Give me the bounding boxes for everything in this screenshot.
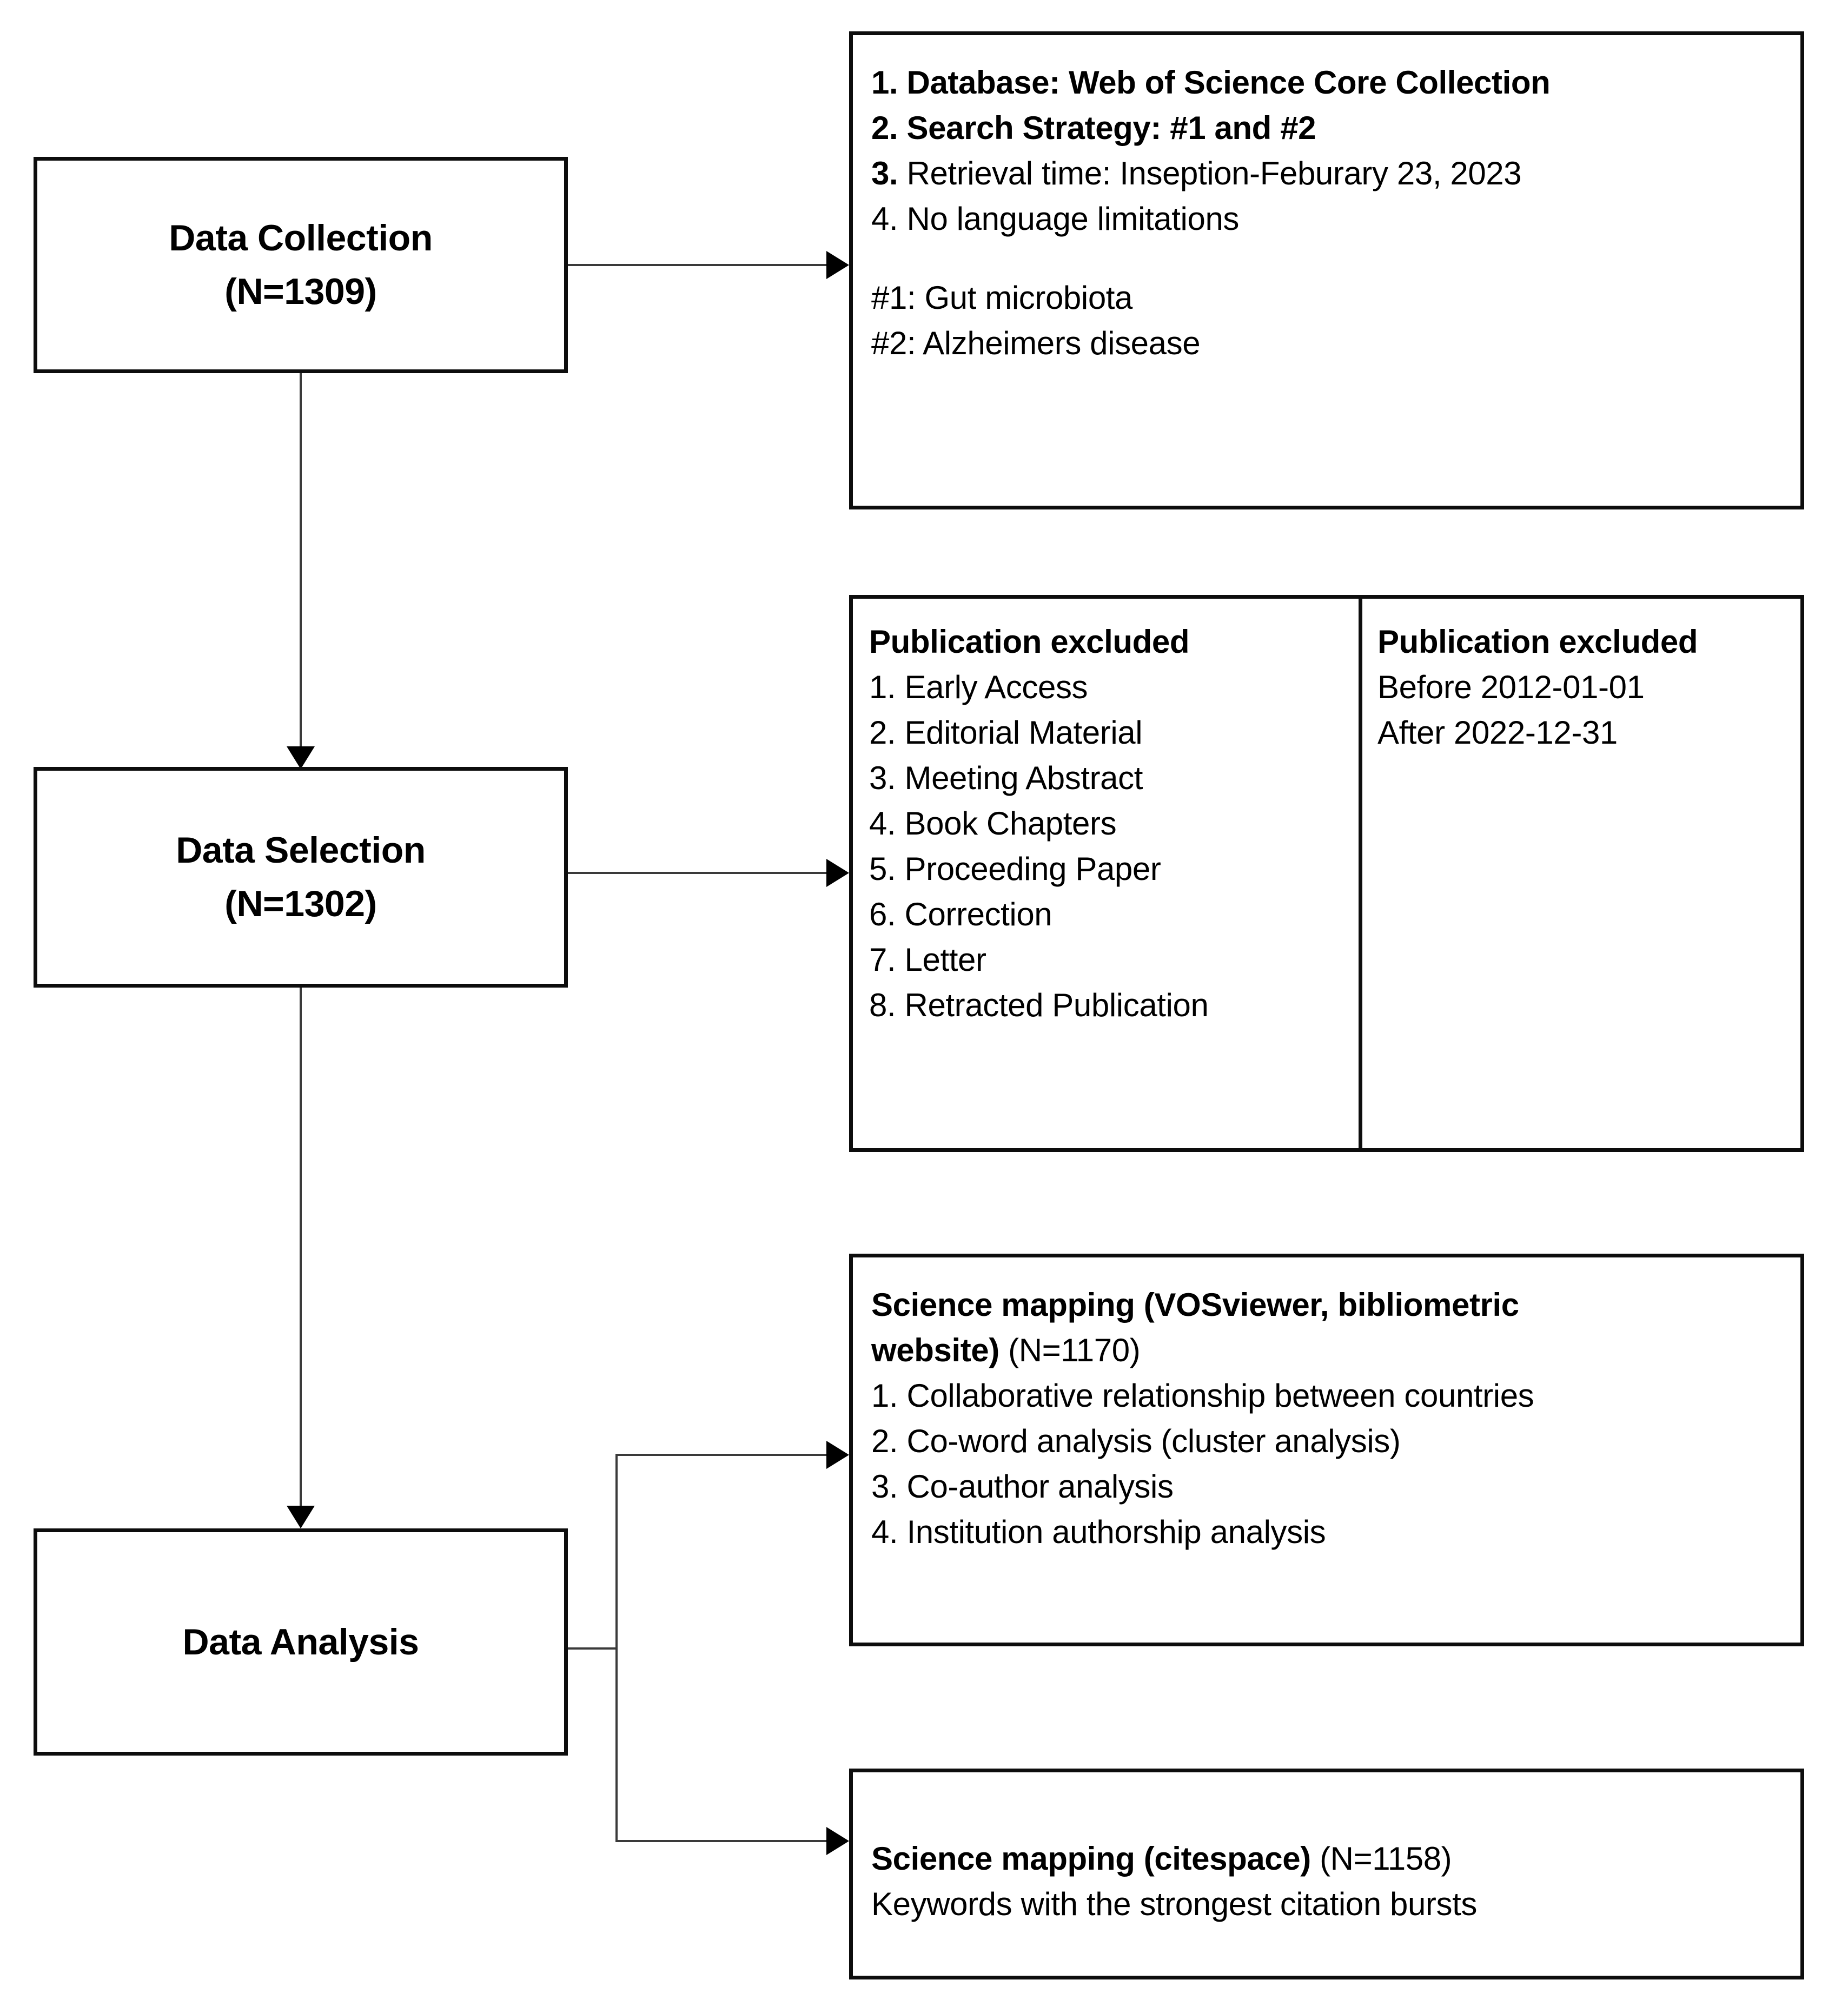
exclusion-item-before-date: Before 2012-01-01 <box>1377 669 1645 705</box>
connector-selection-to-analysis <box>300 988 302 1518</box>
vosviewer-item-collaborative-relationship: 1. Collaborative relationship between co… <box>871 1378 1534 1414</box>
stage-box-data-collection[interactable]: Data Collection (N=1309) <box>34 157 568 373</box>
vosviewer-heading-line1: Science mapping (VOSviewer, bibliometric <box>871 1287 1519 1323</box>
detail-line-database: 1. Database: Web of Science Core Collect… <box>871 64 1551 101</box>
exclusion-column-dates: Publication excluded Before 2012-01-01 A… <box>1356 619 1799 1028</box>
connector-collection-to-selection <box>300 373 302 756</box>
arrowhead-analysis-to-vosviewer <box>826 1441 849 1469</box>
exclusion-column-types: Publication excluded 1. Early Access 2. … <box>869 619 1356 1028</box>
detail-line-no-language-limits: 4. No language limitations <box>871 201 1240 237</box>
stage-label-line2: (N=1309) <box>224 271 377 312</box>
detail-line-query-1: #1: Gut microbiota <box>871 280 1133 316</box>
exclusion-item-correction: 6. Correction <box>869 896 1052 932</box>
detail-line-retrieval-time-number: 3. <box>871 155 898 191</box>
exclusion-item-proceeding-paper: 5. Proceeding Paper <box>869 851 1161 887</box>
connector-analysis-branch-vertical <box>615 1454 618 1842</box>
detail-line-blank-spacer <box>871 242 1784 275</box>
stage-box-data-analysis[interactable]: Data Analysis <box>34 1528 568 1756</box>
stage-label-line1: Data Selection <box>176 830 426 871</box>
exclusion-item-early-access: 1. Early Access <box>869 669 1088 705</box>
detail-box-science-mapping-vosviewer[interactable]: Science mapping (VOSviewer, bibliometric… <box>849 1254 1804 1646</box>
arrowhead-collection-to-details <box>826 251 849 279</box>
connector-analysis-to-citespace <box>615 1840 830 1842</box>
stage-label-line2: (N=1302) <box>224 883 377 924</box>
connector-selection-to-exclusions <box>568 872 830 874</box>
arrowhead-collection-to-selection <box>287 746 315 769</box>
vosviewer-item-institution-authorship: 4. Institution authorship analysis <box>871 1514 1326 1550</box>
stage-box-data-selection[interactable]: Data Selection (N=1302) <box>34 767 568 988</box>
detail-box-data-collection[interactable]: 1. Database: Web of Science Core Collect… <box>849 31 1804 509</box>
stage-label-line1: Data Collection <box>169 217 433 259</box>
citespace-heading-bold: Science mapping (citespace) <box>871 1840 1311 1877</box>
exclusion-column-divider <box>1359 595 1362 1152</box>
vosviewer-item-co-author-analysis: 3. Co-author analysis <box>871 1468 1174 1505</box>
vosviewer-heading-line2-bold: website) <box>871 1332 999 1368</box>
arrowhead-analysis-to-citespace <box>826 1827 849 1855</box>
detail-box-science-mapping-citespace[interactable]: Science mapping (citespace) (N=1158) Key… <box>849 1769 1804 1979</box>
exclusion-item-letter: 7. Letter <box>869 942 986 978</box>
connector-collection-to-details <box>568 264 830 266</box>
exclusion-item-book-chapters: 4. Book Chapters <box>869 805 1117 842</box>
arrowhead-selection-to-exclusions <box>826 859 849 887</box>
citespace-heading: Science mapping (citespace) (N=1158) <box>871 1836 1784 1882</box>
detail-line-query-2: #2: Alzheimers disease <box>871 325 1201 361</box>
connector-analysis-to-vosviewer <box>615 1454 830 1456</box>
stage-label-line1: Data Analysis <box>182 1621 419 1663</box>
exclusion-heading-types: Publication excluded <box>869 624 1190 660</box>
exclusion-item-after-date: After 2022-12-31 <box>1377 714 1618 751</box>
exclusion-heading-dates: Publication excluded <box>1377 624 1698 660</box>
vosviewer-item-co-word-analysis: 2. Co-word analysis (cluster analysis) <box>871 1423 1401 1459</box>
detail-box-exclusions[interactable]: Publication excluded 1. Early Access 2. … <box>849 595 1804 1152</box>
citespace-heading-count: (N=1158) <box>1310 1840 1452 1877</box>
exclusion-item-editorial-material: 2. Editorial Material <box>869 714 1143 751</box>
arrowhead-selection-to-analysis <box>287 1506 315 1528</box>
vosviewer-heading-count: (N=1170) <box>999 1332 1141 1368</box>
detail-line-retrieval-time-text: Retrieval time: Inseption-Feburary 23, 2… <box>898 155 1522 191</box>
connector-analysis-trunk <box>568 1647 618 1650</box>
exclusion-item-meeting-abstract: 3. Meeting Abstract <box>869 760 1143 796</box>
citespace-subtitle: Keywords with the strongest citation bur… <box>871 1886 1477 1922</box>
detail-line-retrieval-time: 3. Retrieval time: Inseption-Feburary 23… <box>871 151 1784 196</box>
exclusion-item-retracted-publication: 8. Retracted Publication <box>869 987 1209 1023</box>
vosviewer-heading-line2: website) (N=1170) <box>871 1328 1784 1373</box>
detail-line-search-strategy: 2. Search Strategy: #1 and #2 <box>871 110 1316 146</box>
